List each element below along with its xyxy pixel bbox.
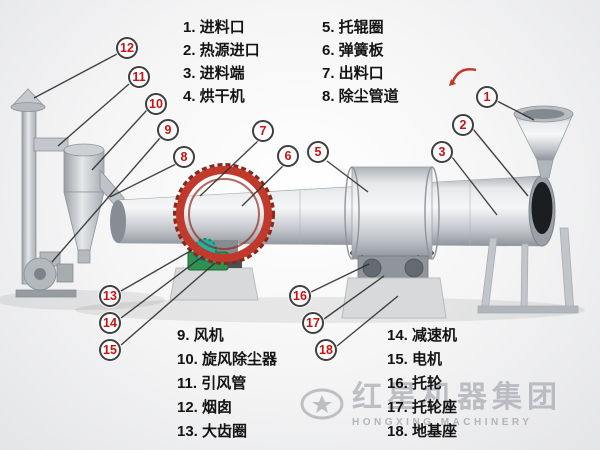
- legend-top-left: 1. 进料口 2. 热源进口 3. 进料端 4. 烘干机: [183, 16, 260, 108]
- legend-item-5: 5. 托辊圈: [322, 19, 384, 36]
- cyclone-dust-collector: [63, 143, 105, 264]
- callout-17: 17: [302, 312, 324, 334]
- callout-11: 11: [128, 66, 150, 88]
- callout-6: 6: [277, 145, 299, 167]
- callout-1: 1: [476, 86, 498, 108]
- legend-item-2: 2. 热源进口: [183, 42, 260, 59]
- callout-9: 9: [157, 119, 179, 141]
- callout-15: 15: [99, 339, 121, 361]
- legend-top-right: 5. 托辊圈 6. 弹簧板 7. 出料口 8. 除尘管道: [322, 16, 399, 108]
- callout-3: 3: [431, 141, 453, 163]
- legend-item-10: 10. 旋风除尘器: [177, 351, 278, 368]
- callout-10: 10: [145, 93, 167, 115]
- rotation-arrow: [449, 68, 477, 86]
- legend-item-8: 8. 除尘管道: [322, 88, 399, 105]
- callout-16: 16: [289, 285, 311, 307]
- roller-station: [341, 255, 447, 319]
- legend-bottom-right: 14. 减速机 15. 电机 16. 托轮 17. 托轮座 18. 地基座: [387, 324, 457, 444]
- callout-18: 18: [315, 339, 337, 361]
- callout-13: 13: [99, 285, 121, 307]
- legend-item-12: 12. 烟囱: [177, 399, 233, 416]
- legend-item-18: 18. 地基座: [387, 423, 458, 440]
- legend-item-6: 6. 弹簧板: [322, 42, 384, 59]
- riding-ring-band: [344, 166, 440, 263]
- watermark-subtitle: HONGXING MACHINERY: [352, 416, 533, 428]
- callout-14: 14: [99, 312, 121, 334]
- watermark-logo-icon: [300, 388, 344, 420]
- legend-bottom-left: 9. 风机 10. 旋风除尘器 11. 引风管 12. 烟囱 13. 大齿圈: [177, 324, 277, 444]
- legend-item-1: 1. 进料口: [183, 19, 245, 36]
- watermark-title: 红星机器集团: [352, 381, 562, 414]
- callout-2: 2: [452, 114, 474, 136]
- legend-item-4: 4. 烘干机: [183, 88, 245, 105]
- callout-5: 5: [307, 141, 329, 163]
- watermark: 红星机器集团 HONGXING MACHINERY: [300, 382, 562, 428]
- support-legs: [477, 227, 579, 314]
- feed-hopper: [513, 105, 574, 179]
- draft-duct: [33, 137, 69, 152]
- feed-end: [528, 175, 556, 247]
- gear-drive: [169, 163, 275, 301]
- legend-item-11: 11. 引风管: [177, 375, 247, 392]
- legend-item-13: 13. 大齿圈: [177, 423, 248, 440]
- legend-item-15: 15. 电机: [387, 351, 443, 368]
- watermark-text-block: 红星机器集团 HONGXING MACHINERY: [352, 382, 562, 428]
- callout-lines: [33, 53, 535, 347]
- callout-12: 12: [116, 37, 138, 59]
- legend-item-7: 7. 出料口: [322, 65, 384, 82]
- legend-item-3: 3. 进料端: [183, 65, 245, 82]
- legend-item-16: 16. 托轮: [387, 375, 443, 392]
- legend-item-9: 9. 风机: [177, 327, 224, 344]
- callout-7: 7: [252, 120, 274, 142]
- fan: [15, 251, 77, 298]
- callout-8: 8: [173, 146, 195, 168]
- legend-item-17: 17. 托轮座: [387, 399, 458, 416]
- legend-item-14: 14. 减速机: [387, 327, 458, 344]
